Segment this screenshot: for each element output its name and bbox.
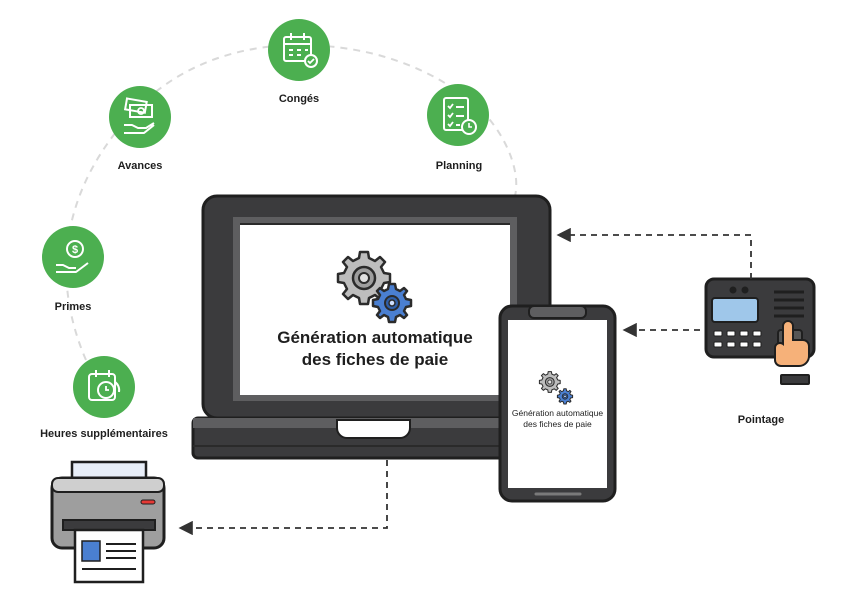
phone-screen-title: Génération automatique des fiches de pai… bbox=[508, 408, 607, 430]
printer-icon bbox=[50, 460, 166, 584]
calendar-icon bbox=[268, 19, 330, 81]
phone bbox=[498, 304, 617, 503]
checklist-clock-icon bbox=[427, 84, 489, 146]
laptop-title-line2: des fiches de paie bbox=[301, 350, 449, 369]
cash-hand-icon bbox=[109, 86, 171, 148]
feature-label-avances: Avances bbox=[117, 160, 163, 172]
feature-label-planning: Planning bbox=[435, 160, 483, 172]
laptop-title-line1: Génération automatique bbox=[277, 328, 473, 347]
feature-label-primes: Primes bbox=[54, 301, 92, 313]
calendar-clock-icon bbox=[73, 356, 135, 418]
phone-title-line1: Génération automatique bbox=[511, 408, 604, 418]
laptop-screen-title: Génération automatique des fiches de pai… bbox=[240, 327, 510, 371]
feature-label-heures-supplementaires: Heures supplémentaires bbox=[40, 428, 168, 440]
feature-label-conges: Congés bbox=[278, 93, 320, 105]
fingerprint-terminal-icon bbox=[704, 277, 816, 385]
connector-arrows bbox=[178, 227, 752, 536]
timeclock-label: Pointage bbox=[737, 414, 785, 426]
svg-text:$: $ bbox=[72, 244, 78, 256]
dollar-hand-icon: $ bbox=[42, 226, 104, 288]
phone-title-line2: des fiches de paie bbox=[523, 419, 592, 429]
